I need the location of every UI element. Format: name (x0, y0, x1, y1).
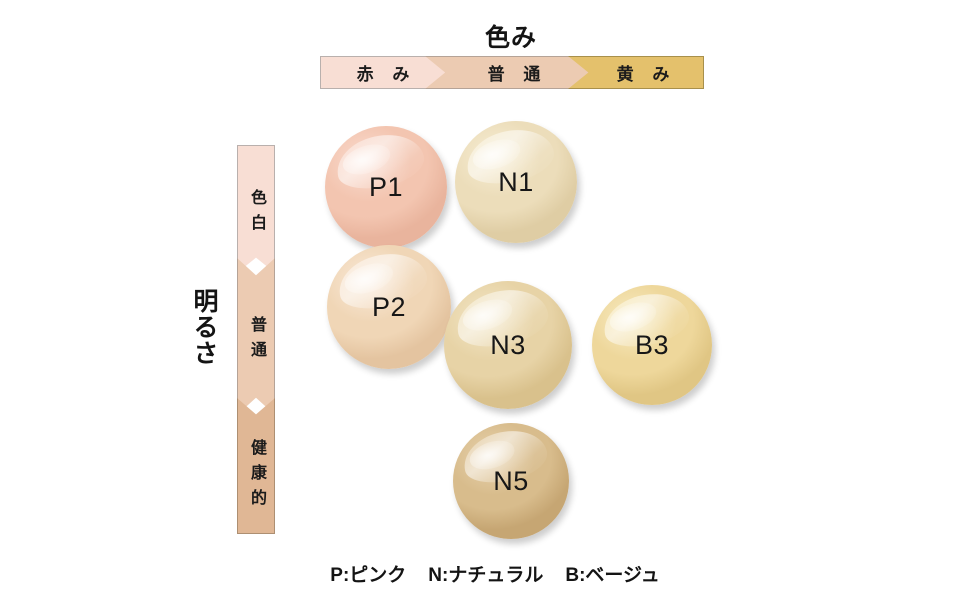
axis-segment-fair: 色白 (237, 145, 275, 273)
axis-segment-medium: 普通 (237, 258, 275, 415)
legend-item-pink: P:ピンク (330, 565, 407, 586)
axis-segment-healthy: 健康的 (237, 398, 275, 534)
axis-segment-yellow: 黄 み (568, 56, 704, 89)
swatch-label: P1 (368, 171, 404, 202)
shade-swatch[interactable]: N5 (453, 423, 569, 539)
swatch-label: P2 (371, 291, 407, 322)
axis-segment-neutral: 普 通 (425, 56, 593, 89)
vertical-axis-bar: 色白 普通 健康的 (237, 145, 275, 534)
swatch-label: N1 (498, 166, 534, 197)
horizontal-axis-title-text: 色み (484, 24, 537, 52)
vertical-axis-title: 明るさ (190, 288, 218, 366)
legend: P:ピンク N:ナチュラル B:ベージュ (0, 560, 970, 587)
shade-swatch[interactable]: B3 (592, 285, 712, 405)
swatch-label: N5 (493, 465, 529, 496)
shade-swatch[interactable]: P1 (325, 126, 447, 248)
shade-swatch[interactable]: N3 (444, 281, 572, 409)
horizontal-axis-title: 色み (0, 18, 970, 54)
swatch-label: N3 (490, 329, 526, 360)
axis-segment-red: 赤 み (320, 56, 446, 89)
shade-swatch[interactable]: P2 (327, 245, 451, 369)
legend-item-natural: N:ナチュラル (428, 565, 544, 586)
shade-swatch[interactable]: N1 (455, 121, 577, 243)
swatch-label: B3 (634, 329, 670, 360)
horizontal-axis-bar: 赤 み 普 通 黄 み (320, 56, 704, 89)
legend-item-beige: B:ベージュ (565, 565, 660, 586)
